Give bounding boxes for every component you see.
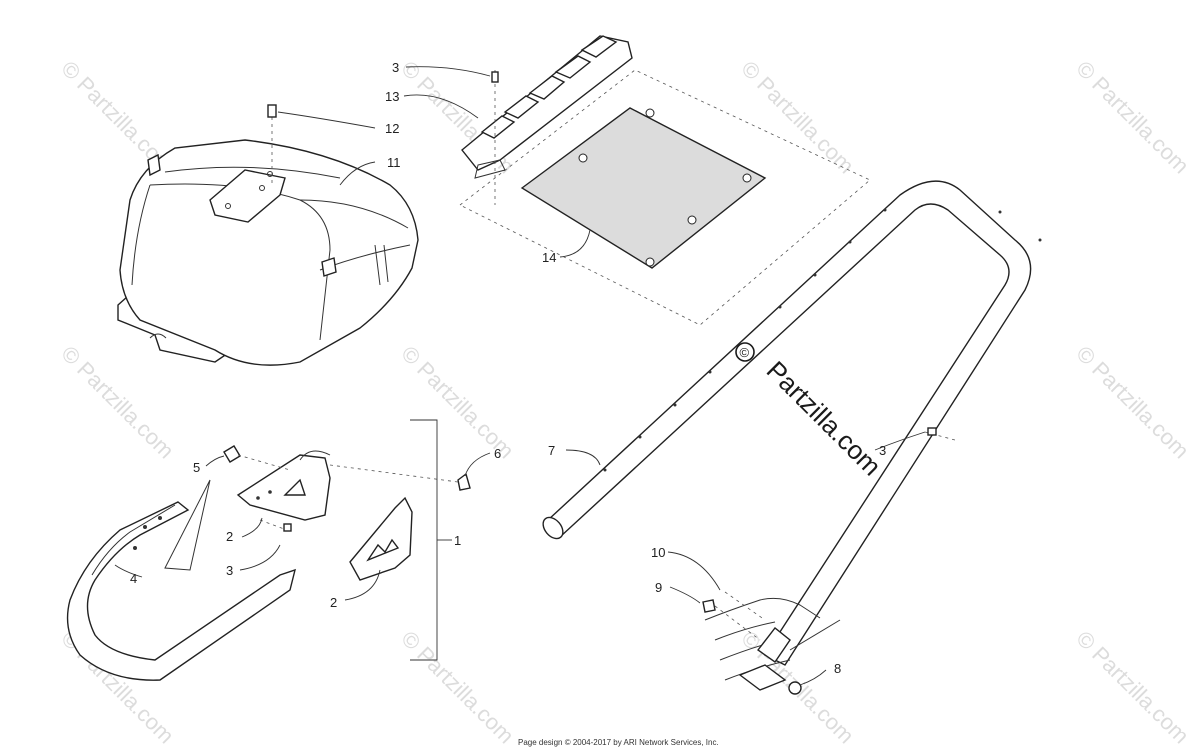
rail-mount-detail <box>702 591 841 695</box>
part-3-rivet-left <box>259 519 293 533</box>
callout-11: 11 <box>387 155 401 170</box>
part-2-lower-bracket <box>349 496 413 581</box>
center-watermark: © Partzilla.com <box>735 342 887 481</box>
callout-9: 9 <box>655 580 662 595</box>
callout-3: 3 <box>226 563 233 578</box>
part-2-upper-bracket <box>236 450 331 521</box>
watermark-center-text: Partzilla.com <box>761 355 887 481</box>
watermark: © Partzilla.com <box>396 341 519 464</box>
part-11-storage-bag <box>117 139 419 366</box>
copyright-symbol: © <box>740 345 750 360</box>
callout-2: 2 <box>330 595 337 610</box>
part-12-fastener <box>267 104 277 185</box>
leader-lines <box>114 66 926 686</box>
watermark: © Partzilla.com <box>1071 626 1194 749</box>
part-5-bolt <box>223 445 291 471</box>
callout-2: 2 <box>226 529 233 544</box>
watermark: © Partzilla.com <box>736 56 859 179</box>
callout-14: 14 <box>542 250 556 265</box>
callout-12: 12 <box>385 121 399 136</box>
callout-10: 10 <box>651 545 665 560</box>
callout-5: 5 <box>193 460 200 475</box>
callout-6: 6 <box>494 446 501 461</box>
callout-13: 13 <box>385 89 399 104</box>
group-bracket-1 <box>410 419 438 661</box>
callout-labels: 1 2 2 3 3 3 4 5 6 7 8 9 10 11 12 13 14 <box>130 60 886 676</box>
watermark: © Partzilla.com <box>396 626 519 749</box>
callout-3: 3 <box>879 443 886 458</box>
callout-4: 4 <box>130 571 137 586</box>
part-4-bumper <box>66 479 296 681</box>
callout-3: 3 <box>392 60 399 75</box>
part-6-clip <box>329 464 471 491</box>
part-7-tube-rail <box>542 180 1042 666</box>
callout-7: 7 <box>548 443 555 458</box>
watermark: © Partzilla.com <box>56 341 179 464</box>
callout-1: 1 <box>454 533 461 548</box>
part-14-traction-mat <box>520 107 767 269</box>
watermark: © Partzilla.com <box>1071 56 1194 179</box>
watermark: © Partzilla.com <box>1071 341 1194 464</box>
part-13-step-plate <box>459 35 871 326</box>
page-footer: Page design © 2004-2017 by ARI Network S… <box>518 738 719 747</box>
callout-8: 8 <box>834 661 841 676</box>
